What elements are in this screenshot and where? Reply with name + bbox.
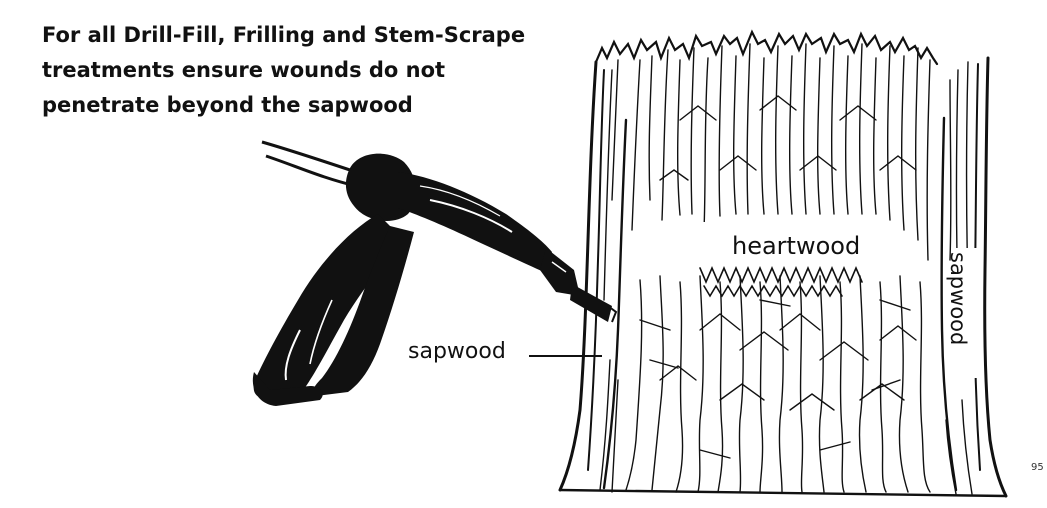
trunk-base [560,490,1006,496]
bark-texture [600,44,972,494]
instruction-heading: For all Drill-Fill, Frilling and Stem-Sc… [42,18,642,123]
label-sapwood-outer: sapwood [408,339,506,364]
instruction-line-2: treatments ensure wounds do not [42,53,642,88]
instruction-line-1: For all Drill-Fill, Frilling and Stem-Sc… [42,18,642,53]
needle-tip [570,284,612,322]
label-sapwood-rotated: sapwood [946,252,970,345]
label-heartwood: heartwood [732,232,860,260]
barrel [398,172,552,272]
trunk-top-edge [596,32,937,64]
trunk-right-edge [985,58,1006,496]
page-corner-mark: 95 [1031,462,1044,473]
hose-upper [262,142,356,172]
hose-lower [266,156,356,186]
trunk-left-edge-inner [588,70,604,470]
drill-gun-icon [253,142,616,406]
instruction-line-3: penetrate beyond the sapwood [42,88,642,123]
